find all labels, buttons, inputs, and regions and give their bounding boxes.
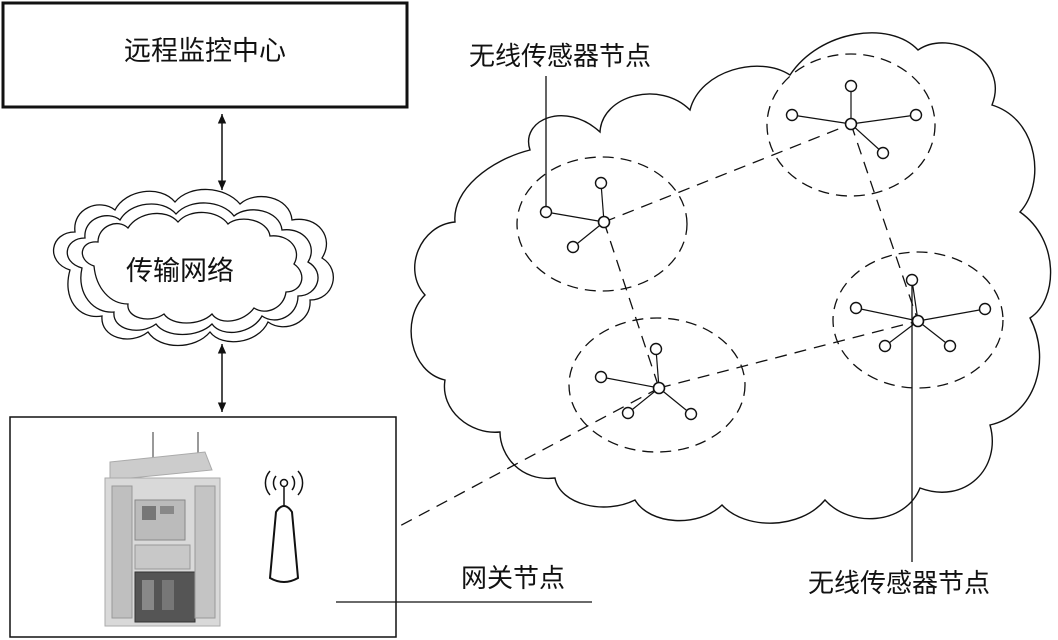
sensor-node (594, 176, 608, 190)
sensor-node-label-bottom: 无线传感器节点 (808, 569, 991, 599)
transmission-network-cloud (53, 188, 334, 346)
monitoring-center-box (1, 1, 409, 109)
cluster-upper-right (766, 53, 936, 197)
sensor-node (876, 146, 890, 160)
antenna-icon (264, 470, 304, 583)
sensor-node (978, 302, 992, 316)
sensor-node (785, 108, 799, 122)
sensor-node (594, 370, 608, 384)
sensor-node (905, 273, 919, 287)
sensor-node (943, 339, 957, 353)
cluster-head-node (911, 314, 925, 328)
sensor-node (539, 205, 553, 219)
gateway-node-label: 网关节点 (461, 564, 566, 594)
sensor-node-label-top: 无线传感器节点 (469, 42, 652, 72)
sensor-nodes (539, 79, 992, 421)
star-edges (545, 86, 986, 415)
sensor-node (844, 79, 858, 93)
sensor-node (684, 407, 698, 421)
sensor-node (566, 240, 580, 254)
cluster-head-nodes (597, 117, 925, 395)
cluster-head-node (652, 381, 666, 395)
cluster-lower-left (568, 317, 746, 453)
sensor-node (621, 406, 635, 420)
cluster-head-node (597, 215, 611, 229)
sensor-node (878, 339, 892, 353)
monitoring-center-label: 远程监控中心 (124, 36, 286, 67)
sensor-field-cloud (410, 32, 1052, 524)
sensor-clusters (516, 53, 1004, 453)
cluster-head-node (844, 117, 858, 131)
transmission-network-label: 传输网络 (126, 256, 234, 287)
sensor-node (649, 342, 663, 356)
sensor-node (849, 301, 863, 315)
cluster-upper-left (516, 156, 688, 292)
sensor-node (909, 108, 923, 122)
cluster-lower-right (832, 251, 1004, 389)
gateway-cabinet (104, 432, 221, 627)
cluster-links (395, 123, 919, 529)
